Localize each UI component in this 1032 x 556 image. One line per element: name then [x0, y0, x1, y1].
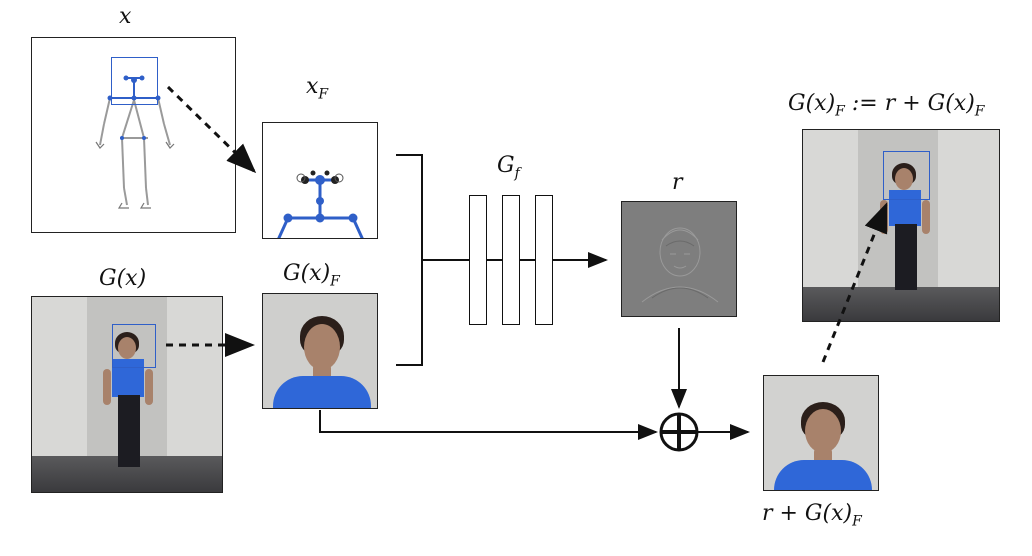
- generator-layer-2: [502, 195, 520, 325]
- pose-image-panel: [31, 37, 236, 233]
- crop-arrow-pose: [166, 85, 257, 174]
- input-concat-bracket: [396, 154, 423, 366]
- summed-face-panel: [763, 375, 879, 491]
- label-generated-face: G(x)F: [283, 261, 340, 290]
- label-x-face: xF: [306, 74, 329, 103]
- generator-layer-1: [469, 195, 487, 325]
- label-face-generator: Gf: [497, 153, 520, 182]
- residual-edges: [641, 227, 719, 303]
- label-assignment: G(x)F := r + G(x)F: [788, 91, 985, 120]
- face-pose-skeleton: [277, 170, 364, 238]
- generated-image-panel: [31, 296, 223, 493]
- generator-layer-3: [535, 195, 553, 325]
- circled-plus-icon: [659, 412, 699, 452]
- generated-face-panel: [262, 293, 378, 409]
- label-x: x: [119, 4, 132, 29]
- label-residual: r: [672, 170, 683, 195]
- skip-connection-arrow: [319, 410, 658, 440]
- paste-back-arrow: [821, 202, 888, 363]
- pose-skeleton: [95, 75, 175, 209]
- face-pose-panel: [262, 122, 378, 239]
- face-bounding-box: [112, 324, 156, 368]
- face-bounding-box: [883, 151, 930, 200]
- label-sum-output: r + G(x)F: [762, 501, 862, 530]
- label-generated-image: G(x): [99, 266, 147, 291]
- face-bounding-box: [111, 57, 158, 105]
- residual-panel: [621, 201, 737, 317]
